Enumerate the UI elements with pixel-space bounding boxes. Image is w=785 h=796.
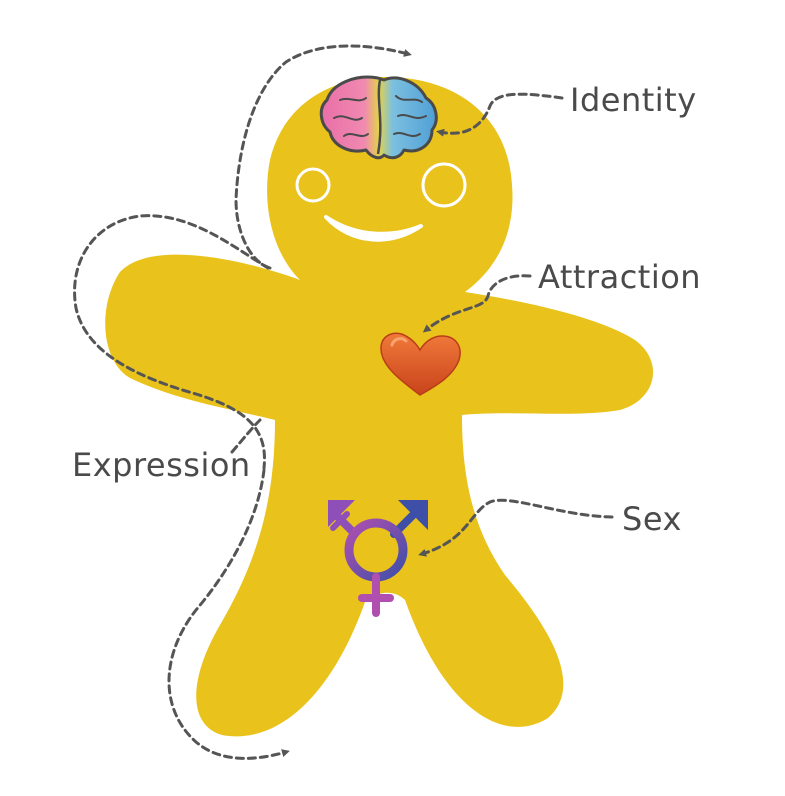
identity-arrow xyxy=(436,92,564,137)
face xyxy=(295,162,467,242)
brain-icon xyxy=(319,75,438,160)
expression-label-link xyxy=(230,418,262,454)
attraction-label: Attraction xyxy=(538,258,702,296)
left-eye xyxy=(295,167,331,203)
body-shape xyxy=(105,77,654,737)
sex-label: Sex xyxy=(622,500,682,538)
gingerbread-body xyxy=(105,77,654,737)
expression-label: Expression xyxy=(72,446,251,484)
expression-top-arrow xyxy=(234,44,412,270)
attraction-arrow xyxy=(422,274,532,333)
arrows xyxy=(73,44,614,760)
expression-bottom-arrow xyxy=(167,468,290,760)
sex-arrow xyxy=(418,498,614,557)
heart-icon xyxy=(380,332,461,396)
transgender-symbol-icon xyxy=(328,500,428,617)
right-eye xyxy=(421,162,467,208)
smile xyxy=(324,215,423,242)
identity-label: Identity xyxy=(570,81,697,119)
expression-left-loop xyxy=(73,214,270,470)
